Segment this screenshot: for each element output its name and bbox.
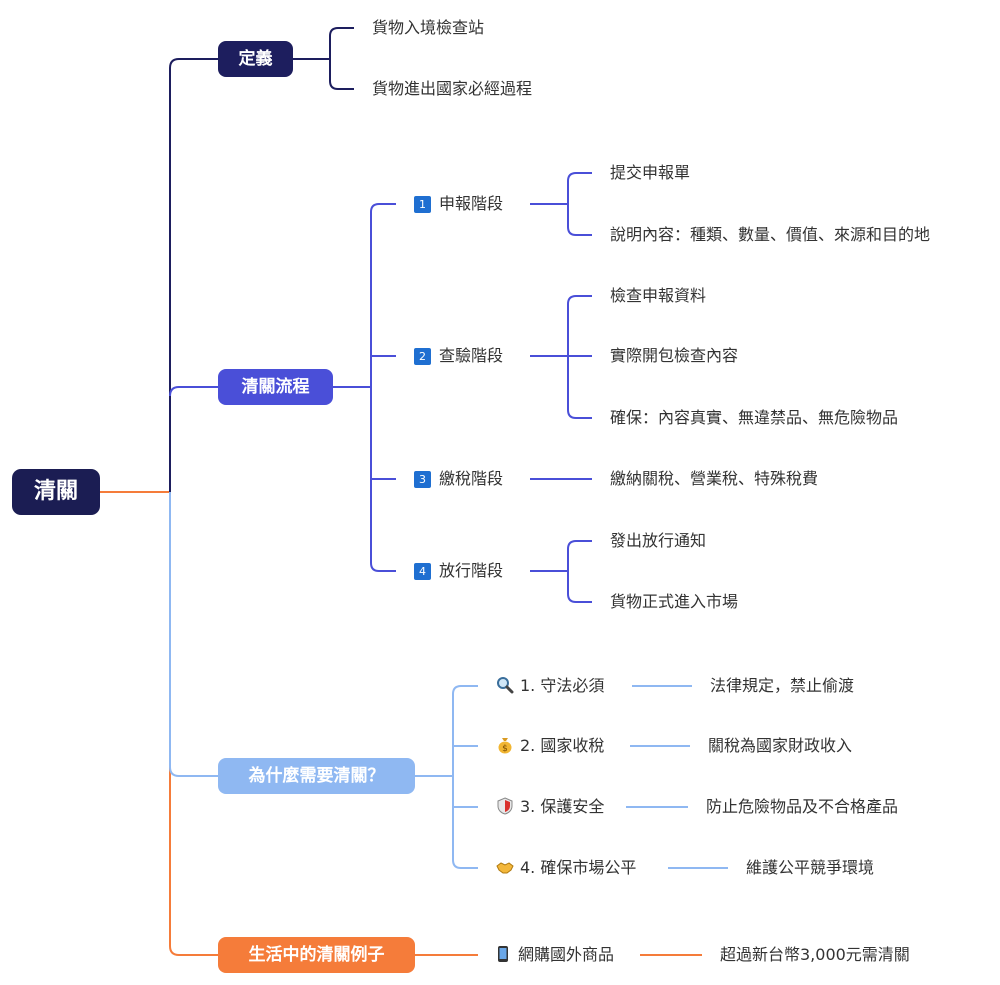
- reason-label: 2. 國家收稅: [520, 736, 605, 755]
- reason-label: 4. 確保市場公平: [520, 858, 637, 877]
- reason-3-node[interactable]: 3. 保護安全: [496, 797, 604, 817]
- why-node[interactable]: 為什麼需要清關？: [218, 758, 415, 794]
- process-node[interactable]: 清關流程: [218, 369, 333, 405]
- definition-item: 貨物入境檢查站: [372, 18, 485, 37]
- stage-item: 檢查申報資料: [610, 286, 707, 305]
- definition-item: 貨物進出國家必經過程: [372, 79, 533, 98]
- stage-item: 確保：內容真實、無違禁品、無危險物品: [610, 408, 899, 427]
- stage-2-node[interactable]: 2 查驗階段: [414, 346, 503, 366]
- reason-label: 3. 保護安全: [520, 797, 605, 816]
- example-node[interactable]: 生活中的清關例子: [218, 937, 415, 973]
- stage-item: 提交申報單: [610, 163, 691, 182]
- stage-label: 放行階段: [439, 561, 504, 580]
- stage-3-node[interactable]: 3 繳稅階段: [414, 469, 503, 489]
- root-node[interactable]: 清關: [12, 469, 100, 515]
- stage-item: 發出放行通知: [610, 531, 707, 550]
- stage-label: 申報階段: [439, 194, 504, 213]
- stage-1-node[interactable]: 1 申報階段: [414, 194, 503, 214]
- example-detail: 超過新台幣3,000元需清關: [720, 945, 910, 964]
- stage-item: 貨物正式進入市場: [610, 592, 739, 611]
- reason-4-node[interactable]: 4. 確保市場公平: [496, 858, 636, 878]
- stage-item: 實際開包檢查內容: [610, 346, 739, 365]
- reason-1-node[interactable]: 1. 守法必須: [496, 676, 604, 696]
- shield-icon: [496, 797, 514, 815]
- reason-detail: 關稅為國家財政收入: [708, 736, 853, 755]
- stage-number-badge: 1: [414, 196, 431, 213]
- example-item-node[interactable]: 網購國外商品: [494, 945, 614, 965]
- mobile-phone-icon: [494, 945, 512, 963]
- stage-label: 查驗階段: [439, 346, 504, 365]
- reason-detail: 維護公平競爭環境: [746, 858, 875, 877]
- stage-number-badge: 4: [414, 563, 431, 580]
- reason-detail: 法律規定，禁止偷渡: [710, 676, 855, 695]
- reason-label: 1. 守法必須: [520, 676, 605, 695]
- money-bag-icon: $: [496, 736, 514, 754]
- stage-number-badge: 3: [414, 471, 431, 488]
- stage-number-badge: 2: [414, 348, 431, 365]
- stage-4-node[interactable]: 4 放行階段: [414, 561, 503, 581]
- reason-2-node[interactable]: $ 2. 國家收稅: [496, 736, 604, 756]
- magnifier-icon: [496, 676, 514, 694]
- stage-item: 說明內容：種類、數量、價值、來源和目的地: [610, 225, 931, 244]
- stage-label: 繳稅階段: [439, 469, 504, 488]
- handshake-icon: [496, 858, 514, 876]
- svg-text:$: $: [502, 744, 508, 754]
- reason-detail: 防止危險物品及不合格產品: [706, 797, 899, 816]
- stage-item: 繳納關稅、營業稅、特殊稅費: [610, 469, 819, 488]
- example-item-label: 網購國外商品: [518, 945, 615, 964]
- definition-node[interactable]: 定義: [218, 41, 293, 77]
